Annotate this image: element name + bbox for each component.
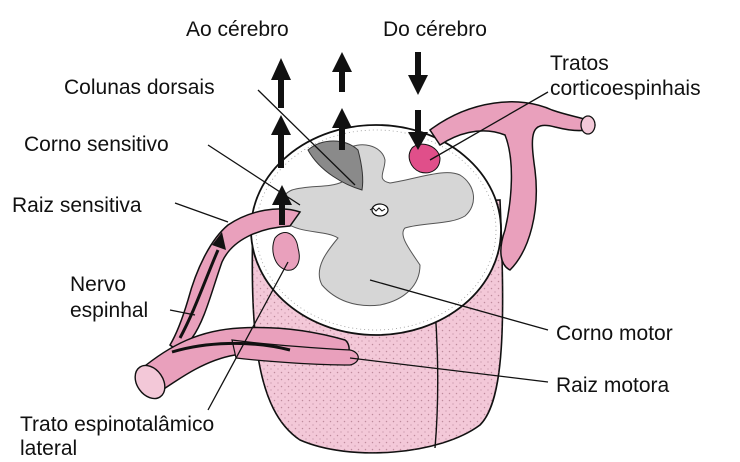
label-spinothalamic-1: Trato espinotalâmico (20, 413, 214, 436)
label-from-brain: Do cérebro (383, 18, 487, 41)
label-dorsal-columns: Colunas dorsais (64, 76, 215, 99)
label-spinothalamic-2: lateral (20, 437, 77, 460)
label-corticospinal-1: Tratos (550, 52, 609, 75)
corticospinal-tract (409, 144, 440, 173)
label-sensory-root: Raiz sensitiva (12, 194, 142, 217)
label-spinal-nerve-1: Nervo (70, 273, 126, 296)
descending-arrows (408, 52, 428, 150)
label-to-brain: Ao cérebro (186, 18, 289, 41)
label-spinal-nerve-2: espinhal (70, 299, 148, 322)
label-sensory-horn: Corno sensitivo (24, 133, 169, 156)
label-motor-root: Raiz motora (556, 374, 669, 397)
label-motor-horn: Corno motor (556, 322, 673, 345)
label-corticospinal-2: corticoespinhais (550, 77, 701, 100)
